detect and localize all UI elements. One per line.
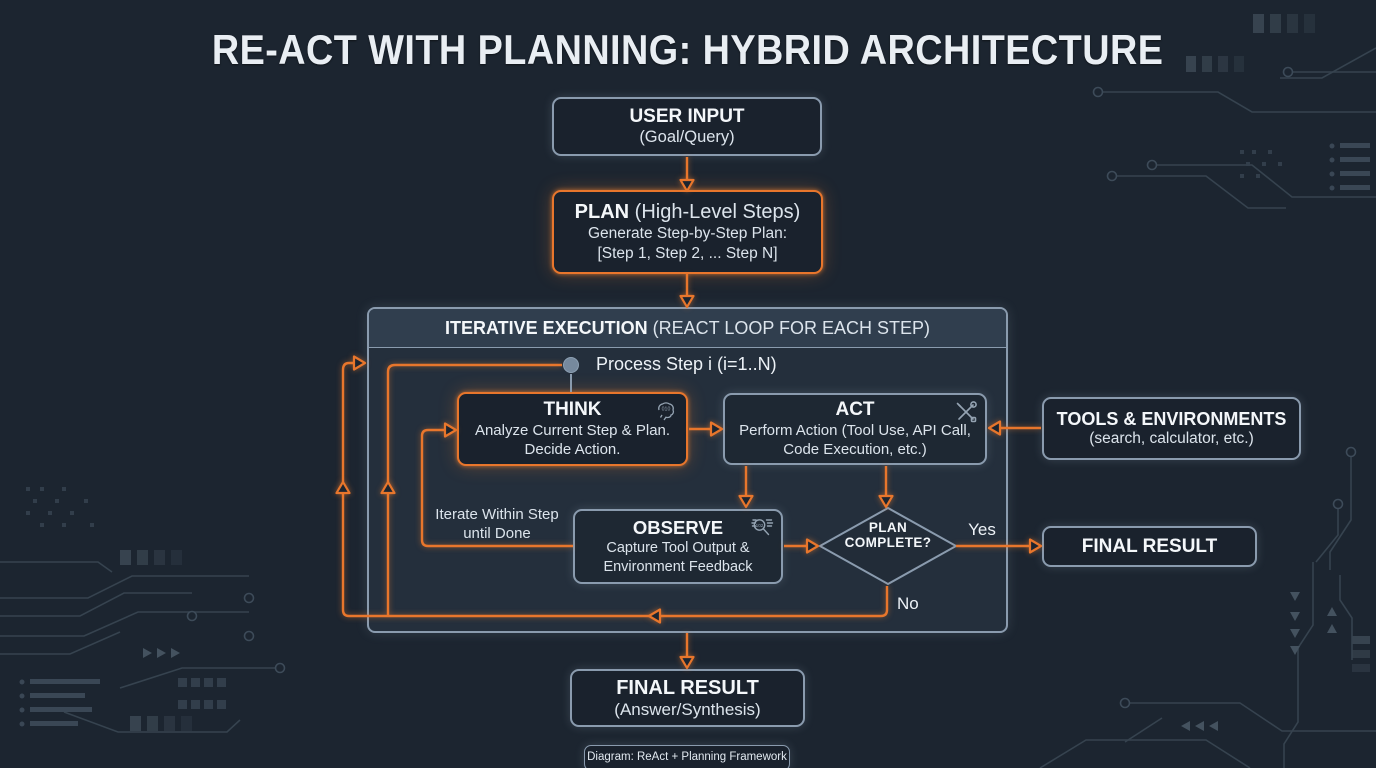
final-result-bottom-subtitle: (Answer/Synthesis) — [614, 699, 761, 719]
tools-environments-node: TOOLS & ENVIRONMENTS (search, calculator… — [1042, 397, 1301, 460]
think-line2: Decide Action. — [524, 441, 621, 458]
plan-line1: Generate Step-by-Step Plan: — [587, 224, 788, 242]
svg-text:010: 010 — [662, 407, 671, 413]
tools-subtitle: (search, calculator, etc.) — [1089, 430, 1254, 447]
decision-line2: COMPLETE? — [844, 535, 932, 550]
no-label: No — [897, 594, 919, 613]
act-line1: Perform Action (Tool Use, API Call, — [739, 421, 971, 439]
think-line1: Analyze Current Step & Plan. — [474, 421, 671, 439]
decision-line1: PLAN — [868, 520, 908, 535]
magnifier-icon: 102 — [750, 516, 774, 543]
final-result-side-title: FINAL RESULT — [1081, 535, 1218, 557]
yes-label: Yes — [968, 520, 996, 539]
observe-line2: Environment Feedback — [603, 558, 753, 575]
final-result-bottom-title: FINAL RESULT — [616, 676, 759, 699]
user-input-title: USER INPUT — [629, 106, 745, 127]
crossed-tools-icon — [954, 400, 978, 429]
plan-line2: [Step 1, Step 2, ... Step N] — [597, 244, 778, 262]
process-step-label: Process Step i (i=1..N) — [596, 354, 777, 374]
tools-title: TOOLS & ENVIRONMENTS — [1056, 409, 1287, 429]
final-result-bottom-node: FINAL RESULT (Answer/Synthesis) — [570, 669, 805, 727]
act-line2: Code Execution, etc.) — [783, 441, 927, 458]
container-title-rest: (REACT LOOP FOR EACH STEP) — [647, 318, 931, 338]
think-node: 010 THINK Analyze Current Step & Plan. D… — [457, 392, 688, 466]
caption-text: Diagram: ReAct + Planning Framework — [587, 751, 787, 763]
think-title: THINK — [543, 398, 602, 420]
decision-label: PLAN COMPLETE? — [820, 520, 956, 550]
container-title-bold: ITERATIVE EXECUTION — [444, 318, 648, 338]
iterate-line1: Iterate Within Step — [435, 506, 559, 523]
act-node: ACT Perform Action (Tool Use, API Call, … — [723, 393, 987, 465]
user-input-node: USER INPUT (Goal/Query) — [552, 97, 822, 156]
iterate-line2: until Done — [463, 525, 531, 543]
page-title: RE-ACT WITH PLANNING: HYBRID ARCHITECTUR… — [212, 26, 1164, 73]
svg-text:102: 102 — [756, 523, 764, 528]
iterative-execution-header: ITERATIVE EXECUTION (REACT LOOP FOR EACH… — [369, 309, 1006, 348]
observe-title: OBSERVE — [632, 516, 724, 538]
caption-node: Diagram: ReAct + Planning Framework — [584, 745, 790, 768]
user-input-subtitle: (Goal/Query) — [639, 128, 735, 146]
plan-node: PLAN (High-Level Steps) Generate Step-by… — [552, 190, 823, 274]
plan-title-bold: PLAN — [574, 200, 630, 223]
brain-icon: 010 — [653, 399, 679, 428]
observe-line1: Capture Tool Output & — [606, 539, 750, 556]
iterate-label: Iterate Within Step until Done — [417, 505, 577, 543]
observe-node: 102 OBSERVE Capture Tool Output & Enviro… — [573, 509, 783, 584]
act-title: ACT — [835, 398, 875, 420]
final-result-side-node: FINAL RESULT — [1042, 526, 1257, 567]
plan-title-rest: (High-Level Steps) — [629, 200, 801, 223]
